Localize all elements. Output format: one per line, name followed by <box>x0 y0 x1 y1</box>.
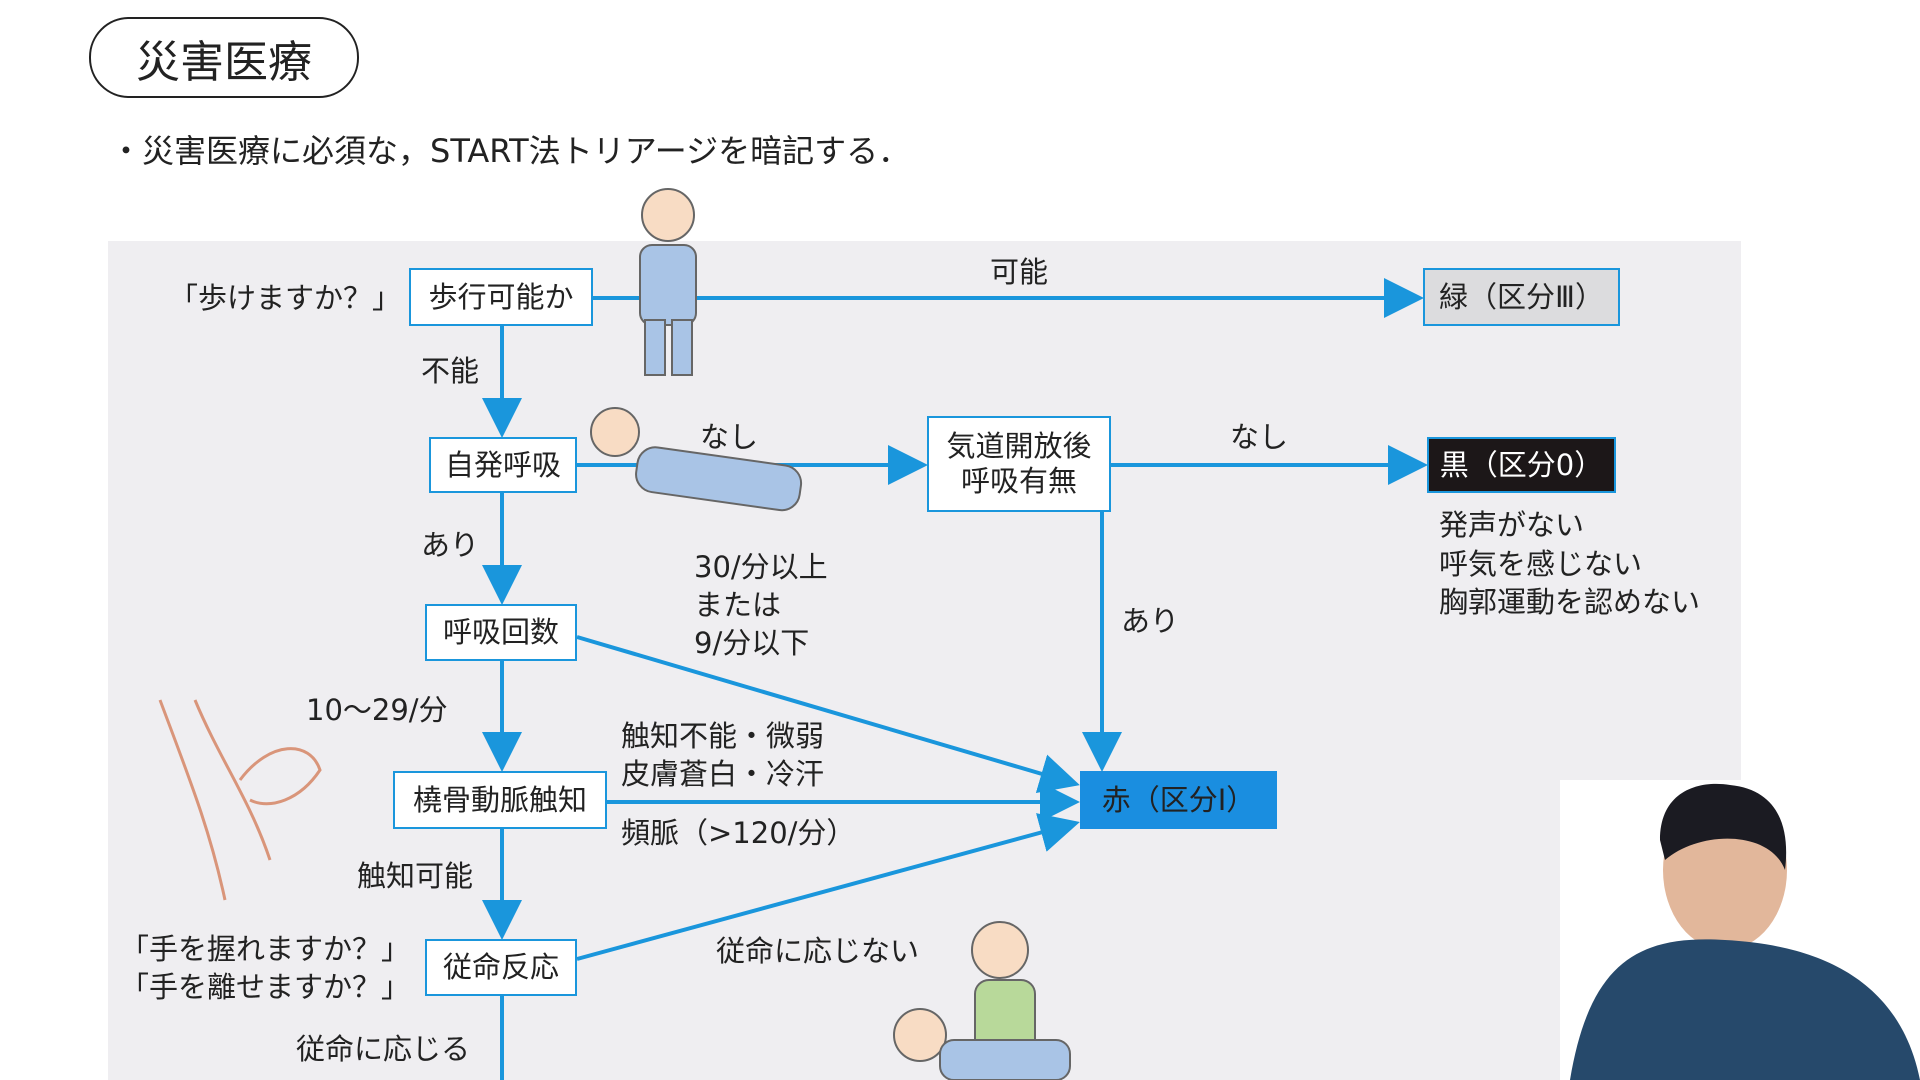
impossible-label: 不能 <box>421 354 480 388</box>
black-category-label: 黒（区分0） <box>1439 447 1604 482</box>
spontaneous-breathing-label: 自発呼吸 <box>444 447 561 482</box>
triage-flowchart-panel <box>108 241 1741 1080</box>
lying-person-illustration <box>590 407 803 512</box>
command-response-illustration <box>893 921 1071 1080</box>
walk-question: 「歩けますか？」 <box>169 281 402 315</box>
green-category-box: 緑（区分Ⅲ） <box>1423 268 1620 326</box>
walk-ability-label: 歩行可能か <box>428 279 574 314</box>
pulse-abnormal-2: 皮膚蒼白・冷汗 <box>621 757 825 791</box>
yes-label-2: あり <box>1121 604 1180 638</box>
airway-line2: 呼吸有無 <box>960 464 1077 498</box>
none-label-2: なし <box>1230 420 1289 454</box>
radial-pulse-box: 橈骨動脈触知 <box>393 771 607 829</box>
presenter-video <box>1560 780 1920 1080</box>
red-category-box: 赤（区分Ⅰ） <box>1080 771 1277 829</box>
respiratory-rate-label: 呼吸回数 <box>442 615 559 650</box>
arrow-rate-to-red <box>576 635 1080 794</box>
respiratory-rate-box: 呼吸回数 <box>425 604 577 661</box>
walk-ability-box: 歩行可能か <box>409 268 593 326</box>
rate-abnormal-2: または <box>694 588 782 622</box>
command-response-label: 従命反応 <box>442 950 559 985</box>
rate-abnormal-1: 30/分以上 <box>694 550 828 584</box>
black-note-2: 呼気を感じない <box>1439 547 1643 581</box>
rate-normal-label: 10～29/分 <box>306 693 448 727</box>
command-no-label: 従命に応じない <box>716 934 920 968</box>
black-note-1: 発声がない <box>1439 508 1585 542</box>
yes-label-1: あり <box>421 528 480 562</box>
command-question-2: 「手を離せますか？」 <box>120 970 411 1004</box>
command-yes-label: 従命に応じる <box>296 1032 471 1066</box>
command-question-1: 「手を握れますか？」 <box>120 932 411 966</box>
walking-person-illustration <box>639 188 697 376</box>
airway-box: 気道開放後呼吸有無 <box>927 416 1111 512</box>
section-title: 災害医療 <box>89 17 359 98</box>
none-label-1: なし <box>700 420 759 454</box>
black-note-3: 胸郭運動を認めない <box>1439 585 1701 619</box>
rate-abnormal-3: 9/分以下 <box>694 626 810 660</box>
radial-pulse-label: 橈骨動脈触知 <box>412 782 587 817</box>
airway-line1: 気道開放後 <box>946 429 1092 464</box>
objective-text: ・災害医療に必須な，START法トリアージを暗記する． <box>110 132 911 170</box>
tachycardia-label: 頻脈（>120/分） <box>621 816 856 850</box>
green-category-label: 緑（区分Ⅲ） <box>1439 279 1604 314</box>
arrow-command-to-red <box>576 813 1080 961</box>
pulse-ok-label: 触知可能 <box>357 859 474 893</box>
red-category-label: 赤（区分Ⅰ） <box>1101 782 1256 817</box>
pulse-abnormal-1: 触知不能・微弱 <box>621 719 825 753</box>
command-response-box: 従命反応 <box>425 939 577 996</box>
possible-label: 可能 <box>990 255 1049 289</box>
black-category-box: 黒（区分0） <box>1427 437 1616 493</box>
spontaneous-breathing-box: 自発呼吸 <box>429 437 577 493</box>
wrist-pulse-illustration <box>158 699 322 901</box>
